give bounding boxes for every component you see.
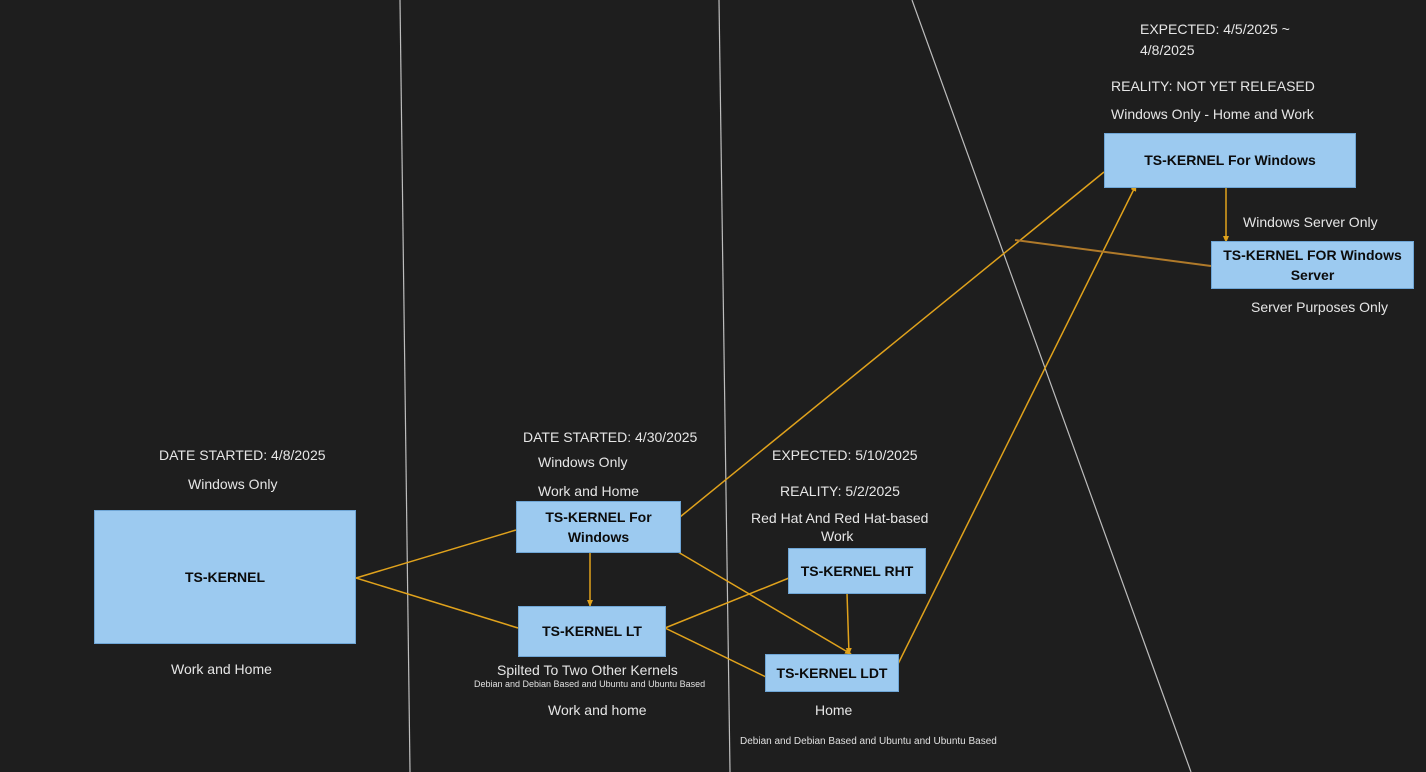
- box-ts-kernel-for-windows-server[interactable]: TS-KERNEL FOR Windows Server: [1211, 241, 1414, 289]
- box-ts-kernel-rht[interactable]: TS-KERNEL RHT: [788, 548, 926, 594]
- box-ts-kernel-lt-label: TS-KERNEL LT: [542, 623, 642, 640]
- connector-ldt-to-top-windows: [897, 184, 1137, 665]
- server-windows-server-only: Windows Server Only: [1243, 214, 1378, 230]
- connector-mid-windows-to-top-windows: [679, 171, 1105, 518]
- connector-lt-to-ldt: [664, 627, 767, 678]
- rht-expected: EXPECTED: 5/10/2025: [772, 447, 918, 463]
- connector-tsk-to-lt: [355, 577, 519, 629]
- connector-tsk-to-mid-windows: [355, 529, 517, 579]
- tsk-work-and-home: Work and Home: [171, 661, 272, 677]
- mid-work-and-home: Work and Home: [538, 483, 639, 499]
- lt-split-text: Spilted To Two Other Kernels: [497, 662, 678, 678]
- divider-line-1: [399, 0, 411, 772]
- lt-debian-ubuntu-text: Debian and Debian Based and Ubuntu and U…: [474, 679, 706, 689]
- rht-work: Work: [821, 528, 854, 544]
- box-ts-kernel-for-windows-top-label: TS-KERNEL For Windows: [1144, 152, 1316, 169]
- ldt-home: Home: [815, 702, 853, 718]
- lt-work-and-home: Work and home: [548, 702, 647, 718]
- connector-rht-ldt: [843, 586, 852, 655]
- box-ts-kernel-for-windows-server-label: TS-KERNEL FOR Windows Server: [1223, 246, 1402, 283]
- connector-lt-to-rht: [664, 577, 790, 629]
- win-home-work: Windows Only - Home and Work: [1111, 106, 1314, 122]
- box-ts-kernel-for-windows-top[interactable]: TS-KERNEL For Windows: [1104, 133, 1356, 188]
- ldt-debian-ubuntu-text: Debian and Debian Based and Ubuntu and U…: [740, 736, 997, 747]
- tsk-date-started: DATE STARTED: 4/8/2025: [159, 447, 326, 463]
- box-ts-kernel-for-windows-mid[interactable]: TS-KERNEL For Windows: [516, 501, 681, 553]
- rht-reality: REALITY: 5/2/2025: [780, 483, 900, 499]
- connector-server-to-divider: [1014, 239, 1212, 267]
- box-ts-kernel-for-windows-mid-label: TS-KERNEL For Windows: [545, 508, 652, 545]
- connector-mid-windows-ldt: [671, 546, 852, 655]
- win-expected-line1: EXPECTED: 4/5/2025 ~: [1140, 21, 1290, 37]
- rht-red-hat: Red Hat And Red Hat-based: [751, 510, 929, 526]
- server-purposes-only: Server Purposes Only: [1251, 299, 1388, 315]
- box-ts-kernel-rht-label: TS-KERNEL RHT: [800, 562, 914, 579]
- win-expected-line2: 4/8/2025: [1140, 42, 1195, 58]
- box-ts-kernel[interactable]: TS-KERNEL: [94, 510, 356, 644]
- win-reality: REALITY: NOT YET RELEASED: [1111, 78, 1315, 94]
- divider-line-3: [911, 0, 1192, 772]
- mid-windows-only: Windows Only: [538, 454, 628, 470]
- mid-date-started: DATE STARTED: 4/30/2025: [523, 429, 698, 445]
- box-ts-kernel-label: TS-KERNEL: [184, 568, 266, 585]
- tsk-windows-only: Windows Only: [188, 476, 278, 492]
- box-ts-kernel-ldt[interactable]: TS-KERNEL LDT: [765, 654, 899, 692]
- box-ts-kernel-ldt-label: TS-KERNEL LDT: [776, 664, 888, 681]
- box-ts-kernel-lt[interactable]: TS-KERNEL LT: [518, 606, 666, 657]
